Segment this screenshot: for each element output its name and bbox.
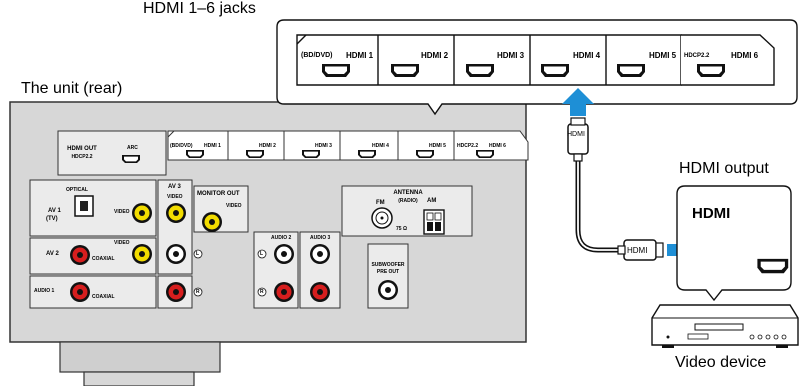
hdmi-output-title: HDMI output xyxy=(679,160,769,177)
hdmi-jacks-title: HDMI 1–6 jacks xyxy=(143,0,256,17)
video-device-shape xyxy=(651,304,799,348)
av3-l-mark: L xyxy=(196,251,200,257)
av1-video-label: VIDEO xyxy=(114,209,130,215)
jack-audio3-l xyxy=(310,244,330,264)
jack-monitor-video xyxy=(202,212,222,232)
av3-video-label: VIDEO xyxy=(167,194,183,200)
fm-label: FM xyxy=(376,200,385,206)
pre-out-label: PRE OUT xyxy=(376,269,400,275)
hdmi-output-callout xyxy=(676,185,792,302)
jack-audio2-l xyxy=(274,244,294,264)
av2-coaxial-label: COAXIAL xyxy=(92,256,115,262)
zoom-hdmi-1: HDMI 1 xyxy=(346,51,374,60)
cable-plug-top-label: HDMI xyxy=(567,131,585,138)
ohm-label: 75 Ω xyxy=(396,226,407,232)
antenna-connectors xyxy=(371,207,445,235)
rear-hdmi-4: HDMI 4 xyxy=(372,143,389,149)
audio1-coaxial-label: COAXIAL xyxy=(92,294,115,300)
video-device-title: Video device xyxy=(675,354,767,371)
am-label: AM xyxy=(427,198,437,204)
rear-hdmi-3: HDMI 3 xyxy=(315,143,332,149)
monitor-video-label: VIDEO xyxy=(226,203,242,209)
rca-jacks xyxy=(70,203,398,302)
jack-av3-audio-l xyxy=(166,244,186,264)
audio2-label: AUDIO 2 xyxy=(271,235,292,241)
hdmi-cable xyxy=(567,117,664,261)
zoom-hdmi-4: HDMI 4 xyxy=(573,51,601,60)
audio2-l-mark: L xyxy=(260,251,264,257)
antenna-label: ANTENNA xyxy=(393,190,423,196)
jack-subwoofer xyxy=(378,280,398,300)
radio-label: (RADIO) xyxy=(398,198,418,204)
device-hdmi-label: HDMI xyxy=(692,205,731,222)
optical-port xyxy=(74,195,94,217)
subwoofer-label: SUBWOOFER xyxy=(371,262,405,268)
rear-bd-dvd: (BD/DVD) xyxy=(170,143,193,149)
rear-hdcp: HDCP2.2 xyxy=(457,143,479,149)
unit-title: The unit (rear) xyxy=(21,80,123,97)
rear-hdmi-1: HDMI 1 xyxy=(204,143,221,149)
jack-audio2-r xyxy=(274,282,294,302)
arc-label: ARC xyxy=(127,145,138,151)
av3-r-mark: R xyxy=(196,289,200,295)
rear-hdmi-6: HDMI 6 xyxy=(489,143,506,149)
rear-hdmi-5: HDMI 5 xyxy=(429,143,446,149)
jack-av3-video xyxy=(166,203,186,223)
zoom-bd-dvd: (BD/DVD) xyxy=(301,52,333,59)
jack-av2-video xyxy=(132,244,152,264)
zoom-hdmi-5: HDMI 5 xyxy=(649,51,677,60)
av2-video-label: VIDEO xyxy=(114,240,130,246)
av1-tv-label: (TV) xyxy=(46,216,58,222)
jack-audio3-r xyxy=(310,282,330,302)
av2-label: AV 2 xyxy=(46,251,59,257)
audio1-label: AUDIO 1 xyxy=(34,288,55,294)
hdmi-out-label: HDMI OUT xyxy=(67,146,97,152)
jack-av3-audio-r xyxy=(166,282,186,302)
av1-label: AV 1 xyxy=(48,208,61,214)
zoom-hdmi-3: HDMI 3 xyxy=(497,51,525,60)
zoom-hdmi-2: HDMI 2 xyxy=(421,51,449,60)
audio3-label: AUDIO 3 xyxy=(310,235,331,241)
monitor-out-label: MONITOR OUT xyxy=(197,191,240,197)
jack-audio1-coax xyxy=(70,282,90,302)
hdmi-out-hdcp: HDCP2.2 xyxy=(71,154,93,160)
zoom-hdmi-6: HDMI 6 xyxy=(731,51,759,60)
zoom-hdcp: HDCP2.2 xyxy=(684,53,710,59)
jack-av1-video xyxy=(132,203,152,223)
optical-label: OPTICAL xyxy=(66,187,88,193)
audio2-r-mark: R xyxy=(260,289,264,295)
cable-plug-bottom-label: HDMI xyxy=(627,246,648,255)
zoom-panel-shape xyxy=(276,19,798,116)
rear-hdmi-2: HDMI 2 xyxy=(259,143,276,149)
av3-label: AV 3 xyxy=(168,184,181,190)
jack-av2-coax xyxy=(70,245,90,265)
